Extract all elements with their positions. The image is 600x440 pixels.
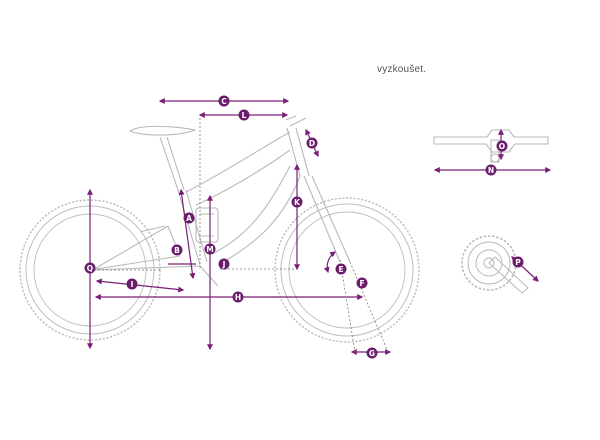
badge-circle [171, 244, 183, 256]
label-badge-j: J [218, 258, 230, 270]
badge-circle [204, 243, 216, 255]
badge-circle [306, 137, 318, 149]
label-p: P [515, 258, 521, 267]
badge-circle [485, 164, 497, 176]
label-badge-d: D [306, 137, 318, 149]
label-k: K [294, 198, 301, 207]
badge-circle [335, 263, 347, 275]
label-badge-a: A [183, 212, 195, 224]
label-d: D [309, 139, 315, 148]
label-badge-n: N [485, 164, 497, 176]
badge-circle [366, 347, 378, 359]
handlebar-detail [433, 129, 549, 163]
label-f: F [359, 279, 364, 288]
label-badge-e: E [335, 263, 347, 275]
label-badge-m: M [204, 243, 216, 255]
badge-circle [183, 212, 195, 224]
note-text: vyzkoušet. [377, 64, 427, 75]
label-badge-l: L [238, 109, 250, 121]
badge-circle [218, 258, 230, 270]
label-q: Q [87, 264, 93, 273]
badge-circle [238, 109, 250, 121]
dimension-lines [87, 98, 552, 355]
badge-circle [84, 262, 96, 274]
label-badge-i: I [126, 278, 138, 290]
label-badge-g: G [366, 347, 378, 359]
badge-circle [126, 278, 138, 290]
label-i: I [131, 280, 134, 289]
label-badge-o: O [496, 140, 508, 152]
badge-circle [512, 256, 524, 268]
label-c: C [221, 97, 227, 106]
label-h: H [235, 293, 241, 302]
label-badge-c: C [218, 95, 230, 107]
label-m: M [206, 245, 213, 254]
badge-circle [232, 291, 244, 303]
label-e: E [338, 265, 343, 274]
label-a: A [186, 214, 192, 223]
label-badge-k: K [291, 196, 303, 208]
label-badge-f: F [356, 277, 368, 289]
badge-circle [356, 277, 368, 289]
label-badge-h: H [232, 291, 244, 303]
label-badge-b: B [171, 244, 183, 256]
front-wheel [274, 197, 420, 343]
badge-circle [496, 140, 508, 152]
label-badge-q: Q [84, 262, 96, 274]
label-g: G [369, 349, 375, 358]
label-badge-p: P [512, 256, 524, 268]
reference-lines [90, 118, 389, 353]
label-o: O [499, 142, 505, 151]
label-j: J [222, 260, 226, 269]
label-n: N [488, 166, 494, 175]
label-l: L [242, 111, 247, 120]
badge-circle [291, 196, 303, 208]
label-b: B [174, 246, 180, 255]
badge-circle [218, 95, 230, 107]
